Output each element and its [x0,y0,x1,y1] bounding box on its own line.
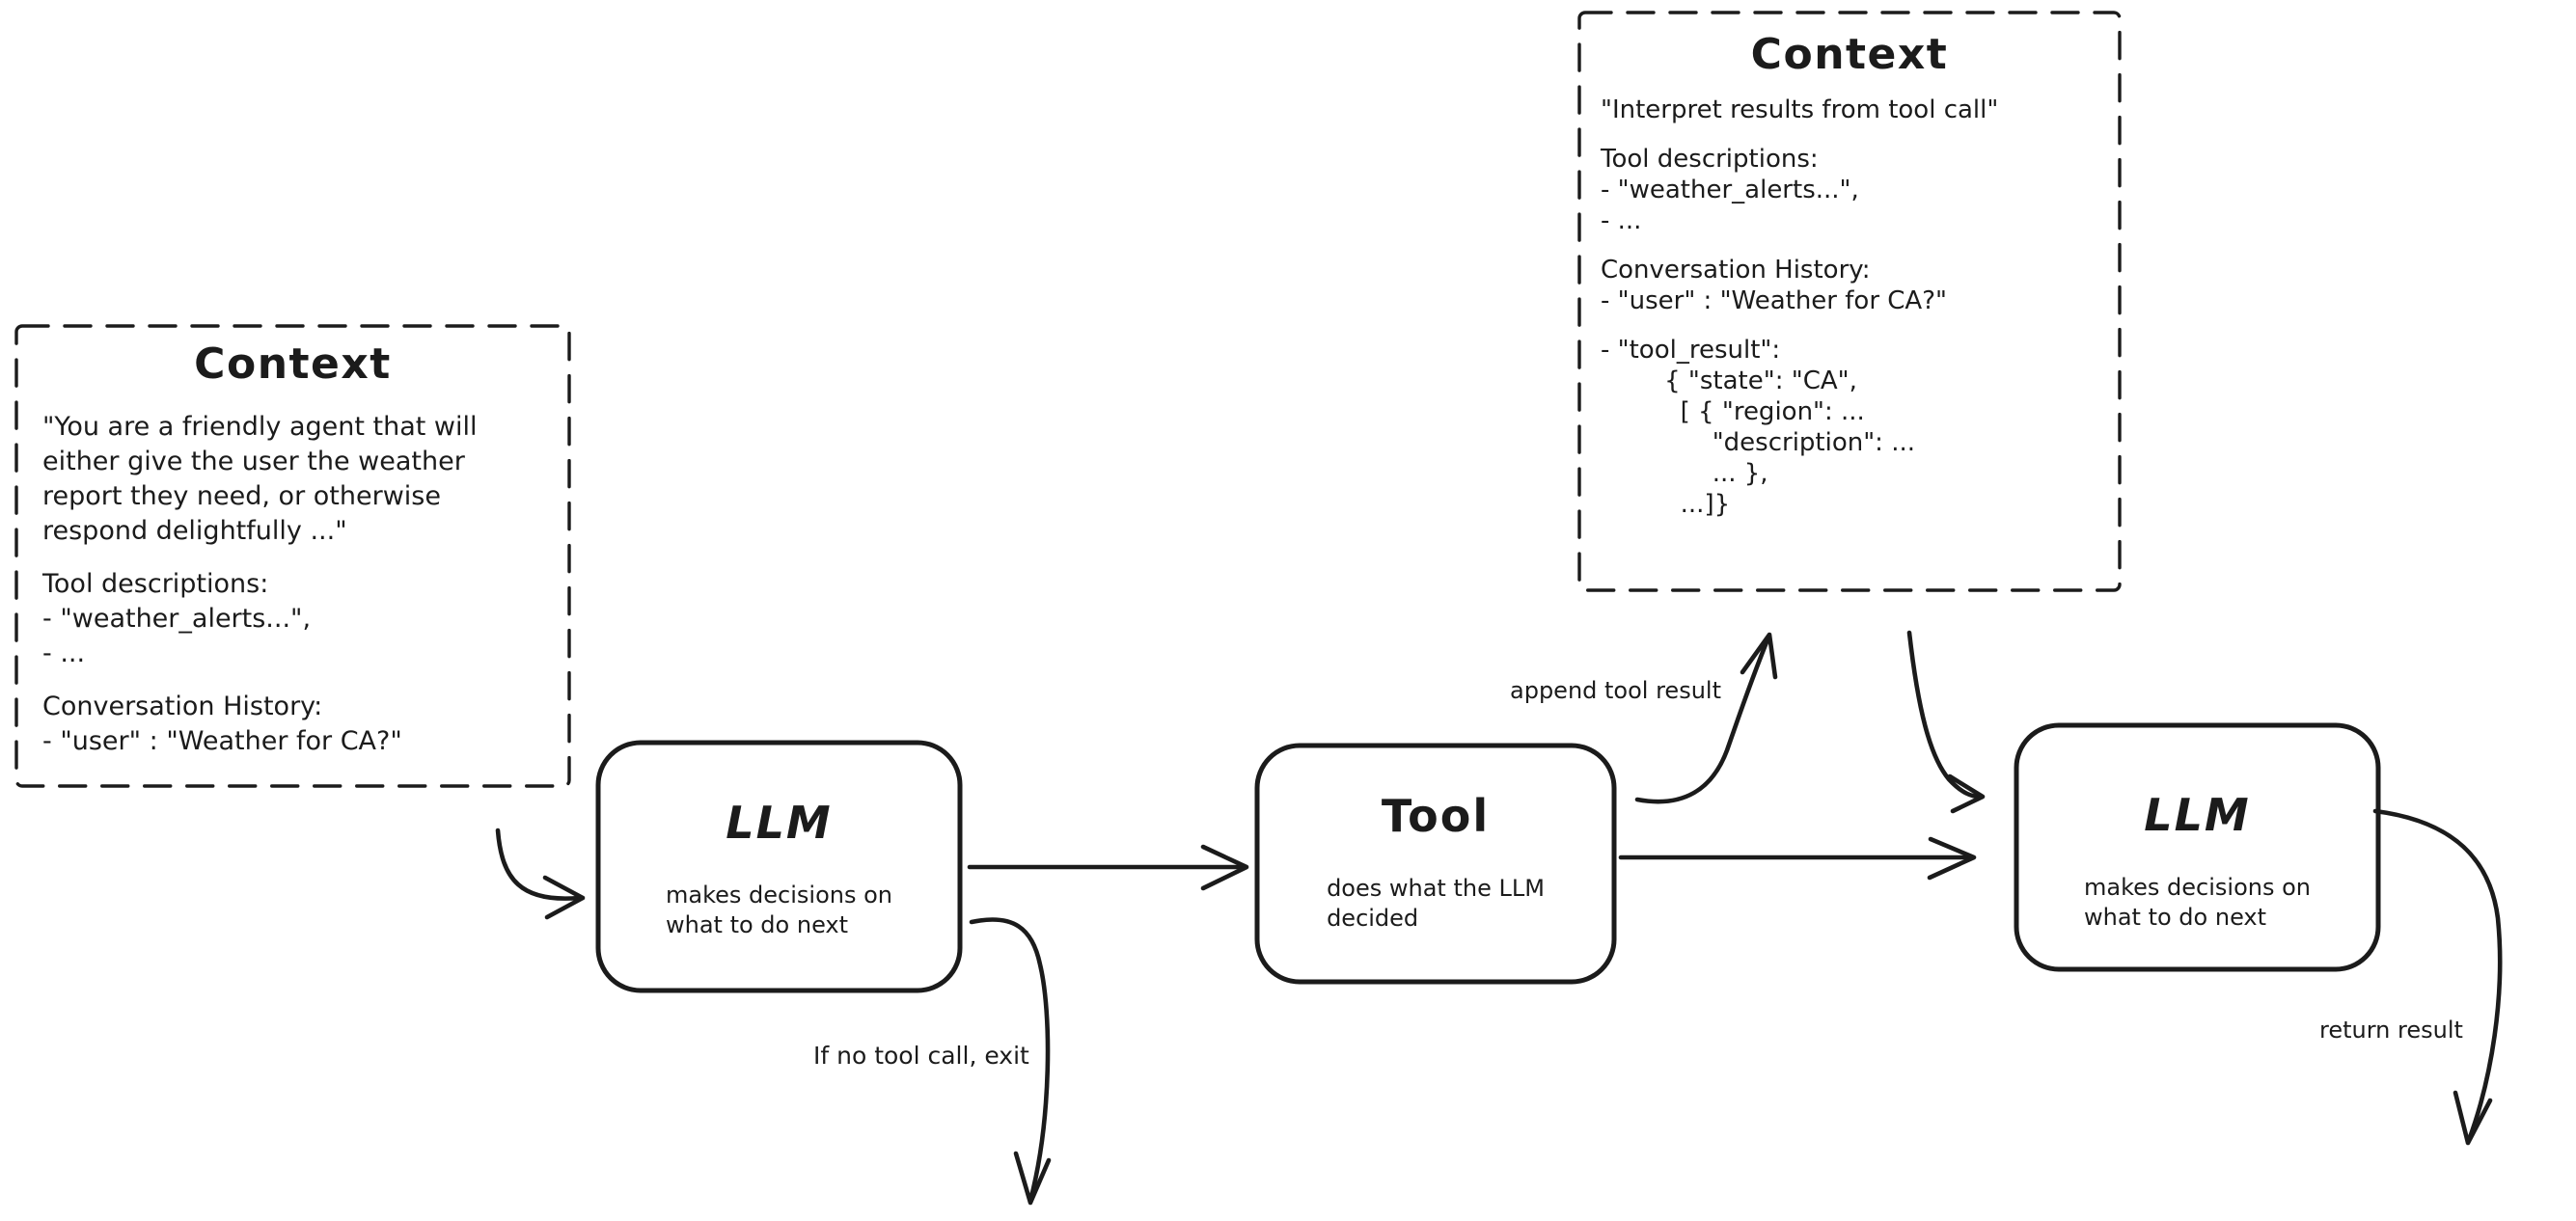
arrow-llm2-return [2372,808,2503,1146]
context-text-line: ...]} [1601,490,1731,519]
tool-node: Tool does what the LLM decided [1257,746,1614,982]
llm1-title: LLM [726,797,833,849]
context-text-line: ... }, [1601,459,1768,488]
arrow-context-to-llm2 [1906,630,1986,814]
context-text-block: Tool descriptions:- "weather_alerts...",… [1601,144,2120,236]
context-text-line: report they need, or otherwise [42,481,441,511]
llm2-subtitle: makes decisions on what to do next [2084,874,2311,931]
context-top-right-title: Context [1750,30,1949,79]
context-text-line: Tool descriptions: [42,569,269,599]
tool-title: Tool [1381,790,1491,842]
context-text-line: respond delightfully ..." [42,516,347,546]
context-text-line: { "state": "CA", [1601,366,1857,395]
context-text-line: Tool descriptions: [1601,145,1819,174]
label-return-result: return result [2319,1017,2463,1044]
context-text-line: "description": ... [1601,428,1916,457]
context-text-line: - ... [1601,206,1642,235]
context-text-line: - "tool_result": [1601,336,1781,365]
context-text-line: either give the user the weather [42,447,465,476]
context-text-line: - "user" : "Weather for CA?" [1601,286,1947,315]
context-text-block: "You are a friendly agent that will eithe… [42,410,569,549]
context-text-block: "Interpret results from tool call" [1601,95,2120,125]
label-if-no-tool-call-exit: If no tool call, exit [813,1042,1029,1070]
label-append-tool-result: append tool result [1510,677,1721,704]
context-text-line: "You are a friendly agent that will [42,412,478,442]
context-text-line: - "weather_alerts...", [42,604,312,634]
context-box-left: Context "You are a friendly agent that w… [16,326,569,777]
context-text-block: - "tool_result": { "state": "CA", [ { "r… [1601,335,2120,520]
context-text-line: [ { "region": ... [1601,397,1865,426]
arrow-llm1-to-tool [967,844,1249,891]
tool-subtitle: does what the LLM decided [1327,875,1545,932]
context-text-line: - "weather_alerts...", [1601,176,1859,204]
llm1-node: LLM makes decisions on what to do next [598,743,960,990]
context-text-block: Conversation History:- "user" : "Weather… [1601,255,2120,316]
context-text-block: Tool descriptions: - "weather_alerts...",… [42,567,569,671]
context-text-line: - "user" : "Weather for CA?" [42,726,402,756]
context-text-line: Conversation History: [42,692,323,721]
context-text-block: Conversation History: - "user" : "Weather… [42,690,569,759]
arrow-tool-to-context [1634,632,1778,804]
context-text-line: "Interpret results from tool call" [1601,95,1999,124]
context-box-top-right: Context "Interpret results from tool cal… [1579,13,2120,538]
arrow-tool-to-llm2 [1618,836,1977,881]
context-left-title: Context [194,339,392,389]
llm1-subtitle: makes decisions on what to do next [666,882,892,938]
context-text-line: Conversation History: [1601,256,1871,285]
llm2-node: LLM makes decisions on what to do next [2016,725,2378,969]
context-top-right-body: "Interpret results from tool call" Tool d… [1601,95,2120,520]
arrow-context-left-to-llm1 [495,828,586,920]
llm2-title: LLM [2144,789,2251,841]
context-left-body: "You are a friendly agent that will eithe… [42,410,569,759]
context-text-line: - ... [42,638,86,668]
